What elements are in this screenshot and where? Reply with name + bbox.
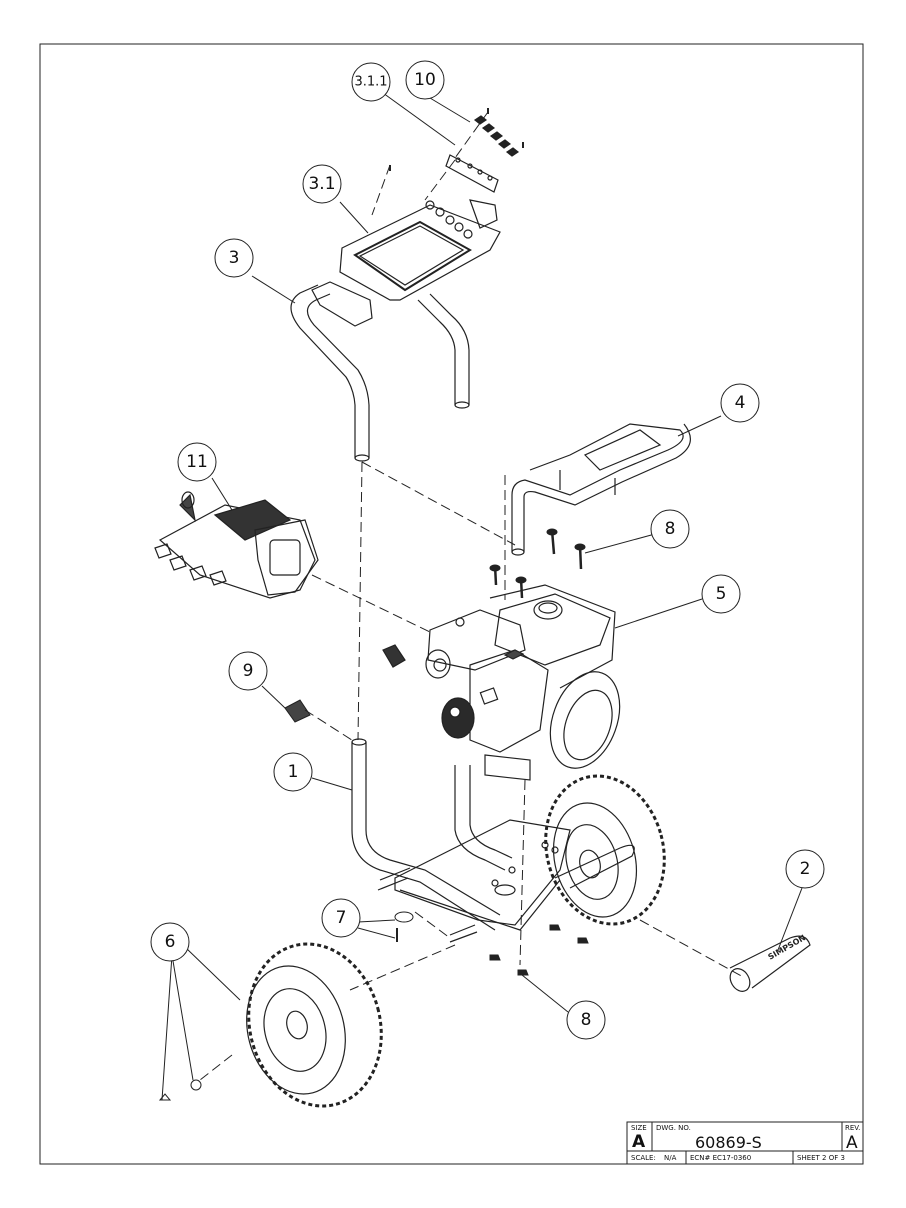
callout-label: 8 [665, 519, 676, 539]
wheel-left [246, 942, 383, 1108]
handle-assembly [290, 108, 524, 462]
callout-3: 3 [214, 238, 254, 278]
assembly-lines [199, 111, 746, 1081]
callout-2: 2 [785, 849, 825, 889]
callout-5: 5 [701, 574, 741, 614]
callout-label: 3 [229, 248, 240, 268]
dwg-no-value: 60869-S [695, 1133, 762, 1152]
callout-label: 3.1 [308, 174, 335, 194]
rev-value: A [846, 1133, 858, 1153]
part-11-pump [154, 491, 319, 599]
callout-8-top: 8 [650, 509, 690, 549]
callout-label: 5 [716, 584, 727, 604]
size-value: A [632, 1132, 646, 1152]
callout-label: 2 [800, 859, 811, 879]
drawing-border [39, 43, 864, 1165]
callout-7: 7 [321, 898, 361, 938]
callout-label: 8 [581, 1010, 592, 1030]
callout-8-bottom: 8 [566, 1000, 606, 1040]
sleeve-marking: SIMPSON [767, 933, 808, 962]
sheet-number: SHEET 2 OF 3 [797, 1154, 845, 1162]
scale-value: N/A [664, 1154, 677, 1162]
leader-lines [161, 92, 803, 1101]
part-2-sleeve: SIMPSON [729, 933, 811, 992]
wheel-right [544, 774, 666, 926]
size-label: SIZE [631, 1124, 647, 1132]
callout-4: 4 [720, 383, 760, 423]
callout-label: 7 [336, 908, 347, 928]
rev-label: REV. [845, 1124, 860, 1132]
callout-label: 1 [288, 762, 299, 782]
callout-11: 11 [177, 442, 217, 482]
part-1-frame [351, 738, 635, 943]
callout-label: 4 [735, 393, 746, 413]
callout-1: 1 [273, 752, 313, 792]
callout-3-1-1: 3.1.1 [351, 62, 391, 102]
callout-label: 9 [243, 661, 254, 681]
dwg-no-label: DWG. NO. [656, 1124, 691, 1132]
title-block [626, 1121, 864, 1165]
callout-label: 10 [414, 70, 436, 90]
callout-9: 9 [228, 651, 268, 691]
part-5-engine [382, 584, 621, 781]
callout-label: 11 [186, 452, 208, 472]
ecn-number: ECN# EC17-0360 [690, 1154, 751, 1162]
callout-label: 6 [165, 932, 176, 952]
scale-label: SCALE: [631, 1154, 656, 1162]
callout-10: 10 [405, 60, 445, 100]
hardware-bits [158, 528, 589, 1101]
callout-6: 6 [150, 922, 190, 962]
callout-3-1: 3.1 [302, 164, 342, 204]
part-4-bracket [511, 423, 691, 556]
callout-label: 3.1.1 [354, 75, 387, 90]
